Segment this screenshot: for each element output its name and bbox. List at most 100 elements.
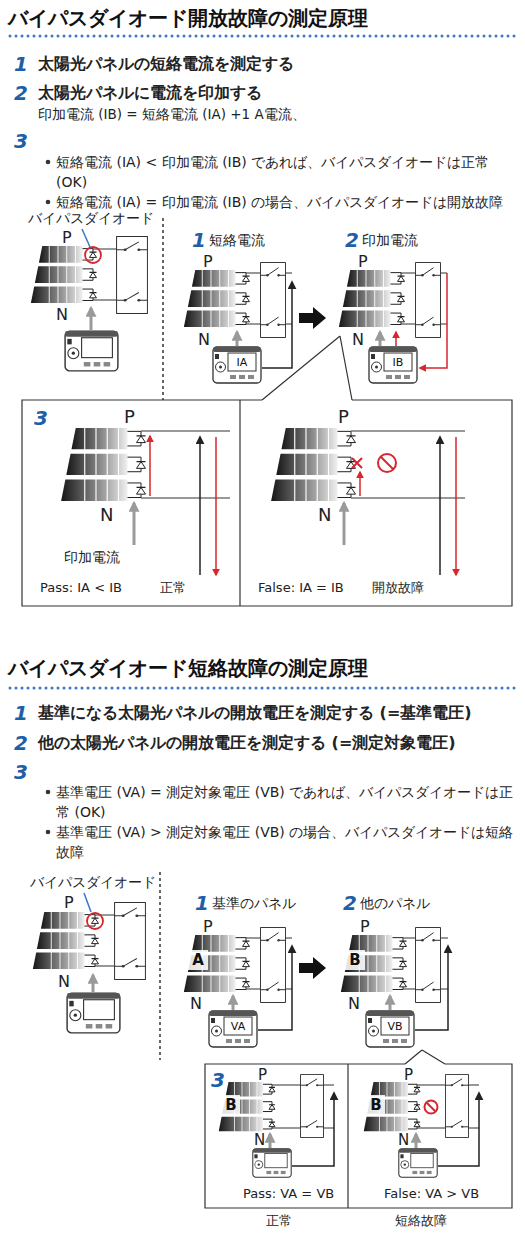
screen-reading: IA — [228, 353, 256, 371]
step-number: 3 — [211, 1068, 225, 1092]
bullet-dot — [46, 830, 51, 835]
step-arrow — [299, 307, 326, 329]
terminal-label: P — [124, 406, 135, 429]
probe-arrow — [269, 1134, 272, 1148]
result-label: 短絡故障 — [395, 1213, 447, 1229]
terminal-label: P — [358, 252, 368, 272]
screen-reading: VB — [381, 1017, 409, 1035]
probe-arrow — [93, 946, 479, 1166]
switch-box — [116, 236, 441, 337]
node-text: B — [370, 1096, 381, 1114]
result-label: 開放故障 — [372, 580, 424, 596]
note-text: 印加電流 (IB) = 短絡電流 (IA) +1 A電流、 — [38, 106, 306, 123]
step-number: 1 — [14, 701, 28, 726]
terminal-label: P — [258, 1066, 267, 1085]
solar-panel — [271, 428, 355, 502]
solar-panel — [339, 270, 405, 328]
bullet-dot — [46, 790, 51, 795]
bullet-text: 短絡電流 (IA) < 印加電流 (IB) であれば、バイパスダイオードは正常 … — [56, 152, 514, 192]
leader-line — [84, 893, 91, 912]
terminal-label: P — [203, 252, 213, 272]
panel-label: B — [367, 1095, 385, 1115]
step-number: 1 — [14, 52, 28, 77]
leader-line — [82, 229, 90, 247]
diagram-label: 印加電流 — [64, 549, 120, 567]
fault-mark — [352, 454, 396, 472]
terminal-label: N — [348, 994, 360, 1014]
node-text: VB — [387, 1020, 402, 1033]
probe-arrow — [415, 1134, 418, 1148]
terminal-label: N — [100, 504, 113, 527]
inset-frame-outline — [205, 1064, 512, 1208]
inset-frame-outline — [405, 1050, 445, 1064]
step-number: 3 — [14, 760, 28, 785]
solar-panel — [33, 912, 99, 970]
switch-box — [114, 902, 469, 1137]
tester — [65, 331, 118, 371]
solar-panel — [364, 1082, 420, 1132]
node-text: IA — [237, 356, 248, 369]
solar-panel — [33, 912, 420, 1132]
tester — [399, 1149, 437, 1177]
separator — [163, 218, 164, 400]
fault-mark — [425, 1101, 438, 1114]
solar-panel — [61, 428, 145, 502]
heading-rule — [10, 36, 515, 37]
inset-frame-outline — [22, 400, 512, 606]
bullet-dot — [46, 790, 51, 835]
diagram-label: 基準のパネル — [212, 895, 296, 913]
terminal-label: N — [318, 504, 331, 527]
wire — [351, 431, 465, 498]
fault-mark — [425, 1101, 438, 1114]
step-number: 2 — [14, 731, 28, 756]
tester — [253, 1149, 291, 1177]
terminal-label: P — [62, 228, 72, 248]
current-arrow — [359, 472, 361, 496]
leader-line — [82, 229, 90, 247]
step-text: 太陽光パネルに電流を印加する — [38, 83, 262, 103]
step-number: 2 — [343, 891, 357, 916]
step-number: 2 — [14, 81, 28, 106]
tester — [366, 1011, 414, 1047]
switch-box — [260, 262, 286, 337]
current-arrow — [215, 437, 217, 575]
bullet-text: 基準電圧 (VA) > 測定対象電圧 (VB) の場合、バイパスダイオードは短絡… — [56, 822, 514, 862]
tester — [67, 993, 120, 1033]
diode-highlight — [87, 913, 103, 929]
step-text: 他の太陽光パネルの開放電圧を測定する (=測定対象電圧) — [38, 733, 456, 753]
terminal-label: P — [360, 917, 370, 937]
terminal-label: N — [352, 330, 364, 350]
terminal-label: P — [338, 406, 349, 429]
current-arrow — [343, 503, 346, 545]
inset-frame: BB3 — [205, 1064, 512, 1208]
switch-box — [300, 1074, 324, 1137]
screen-reading: IB — [384, 353, 412, 371]
tester — [213, 347, 261, 383]
probe-arrow — [92, 975, 95, 992]
terminal-label: P — [64, 893, 74, 913]
step-arrow — [299, 957, 326, 979]
switch-box — [445, 1074, 469, 1137]
diode-highlight — [87, 913, 103, 929]
inset-frame: 3 — [22, 400, 512, 606]
bullet-text: 短絡電流 (IA) = 印加電流 (IB) の場合、バイパスダイオードは開放故障 — [56, 192, 514, 212]
result-label: False: IA = IB — [258, 580, 344, 596]
terminal-label: P — [203, 917, 213, 937]
result-label: 正常 — [160, 580, 186, 596]
current-arrow — [455, 437, 457, 575]
bullet-dot — [46, 160, 51, 205]
solar-panel — [31, 246, 97, 304]
probe-arrow — [262, 282, 292, 368]
step-text: 太陽光パネルの短絡電流を測定する — [38, 54, 294, 74]
solar-panel — [184, 270, 250, 328]
current-arrow — [134, 436, 456, 575]
result-label: False: VA > VB — [384, 1186, 479, 1202]
tester — [369, 347, 417, 383]
step-number: 1 — [192, 228, 206, 253]
tester — [67, 993, 437, 1177]
node-text: B — [349, 951, 360, 969]
solar-panel — [31, 246, 405, 502]
diagram-label: バイパスダイオード — [28, 210, 154, 228]
heading-rule — [10, 687, 515, 690]
step-number: 2 — [345, 228, 359, 253]
